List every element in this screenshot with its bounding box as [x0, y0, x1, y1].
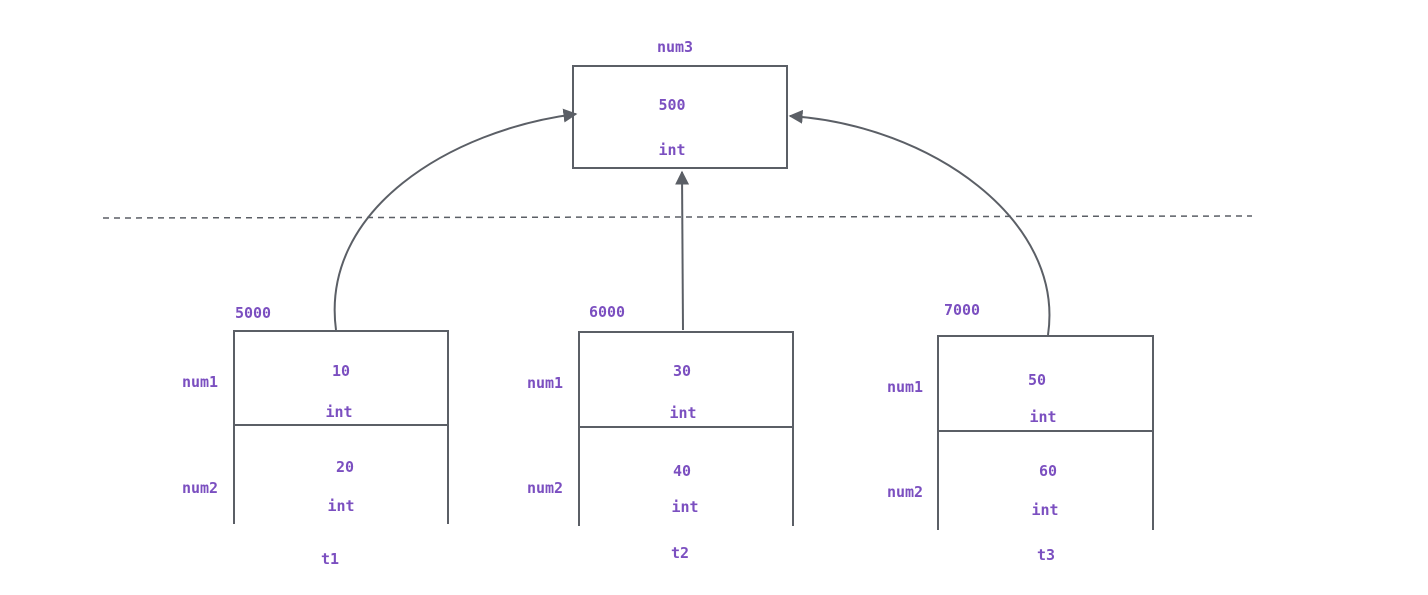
- static-variable-value: 500: [658, 96, 686, 114]
- field-type: int: [671, 498, 699, 516]
- field-cell-num2: [578, 426, 794, 526]
- field-value: 40: [672, 462, 692, 480]
- object-reference-name: t2: [670, 544, 690, 562]
- field-name: num2: [526, 479, 564, 497]
- field-type: int: [325, 403, 353, 421]
- field-name: num1: [886, 378, 924, 396]
- field-name: num1: [526, 374, 564, 392]
- field-value: 10: [331, 362, 351, 380]
- object-address: 6000: [588, 303, 626, 321]
- field-type: int: [1031, 501, 1059, 519]
- field-type: int: [1029, 408, 1057, 426]
- static-variable-name: num3: [656, 38, 694, 56]
- field-name: num2: [886, 483, 924, 501]
- object-address: 7000: [943, 301, 981, 319]
- stack-heap-divider: [102, 215, 1253, 219]
- field-name: num1: [181, 373, 219, 391]
- field-type: int: [669, 404, 697, 422]
- field-cell-num2: [937, 430, 1154, 530]
- static-variable-type: int: [658, 141, 686, 159]
- field-value: 60: [1038, 462, 1058, 480]
- field-cell-num2: [233, 424, 449, 524]
- field-type: int: [327, 497, 355, 515]
- object-reference-name: t3: [1036, 546, 1056, 564]
- static-variable-box: [572, 65, 788, 169]
- object-reference-name: t1: [320, 550, 340, 568]
- field-value: 20: [335, 458, 355, 476]
- field-value: 30: [672, 362, 692, 380]
- field-name: num2: [181, 479, 219, 497]
- field-value: 50: [1027, 371, 1047, 389]
- object-address: 5000: [234, 304, 272, 322]
- arrow-t2-to-num3: [675, 170, 690, 331]
- arrow-t1-to-num3: [333, 108, 578, 331]
- arrow-t3-to-num3: [788, 109, 1051, 336]
